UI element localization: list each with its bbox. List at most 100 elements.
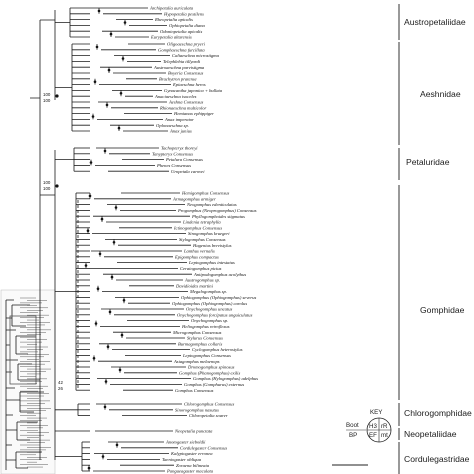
node-support-dot bbox=[105, 103, 109, 107]
taxon-label: Austroaeschna parvistigma bbox=[153, 65, 205, 70]
taxon-label: Dromogomphus spinosus bbox=[187, 365, 235, 370]
taxon-label: Phenes Consensus bbox=[156, 163, 191, 168]
taxon-label: Neopetalia punctata bbox=[174, 429, 213, 434]
taxon-label: Taeniogaster obliqua bbox=[162, 457, 202, 462]
taxon-label: Hypopetalia pestilens bbox=[163, 11, 204, 16]
taxon-label: Neogomphus edenticulatus bbox=[186, 202, 237, 207]
taxon-label: Boyeria Consensus bbox=[168, 71, 204, 76]
taxon-label: Onychogomphus forcipatus unguiculatus bbox=[177, 312, 253, 317]
taxon-label: Petalura Consensus bbox=[165, 157, 203, 162]
taxon-label: Lanthus vernalis bbox=[183, 249, 215, 254]
taxon-label: Microgomphus Consensus bbox=[172, 330, 222, 335]
taxon-label: Rheopetalia apicalis bbox=[154, 17, 193, 22]
node-dot-petal bbox=[55, 184, 59, 188]
taxon-label: Kalyptogaster erronea bbox=[170, 451, 213, 456]
taxon-label: Progomphus (Neoprogomphus) Consensus bbox=[177, 208, 257, 213]
node-support-dot bbox=[106, 345, 110, 349]
node-support-dot bbox=[119, 92, 123, 95]
family-label-gomphidae: Gomphidae bbox=[420, 305, 465, 315]
key-bp-label: BP bbox=[349, 432, 357, 439]
taxon-label: Eurypetalia altarensis bbox=[150, 35, 192, 40]
taxon-label: Leptogomphus Consensus bbox=[182, 353, 231, 358]
node-support-dot bbox=[95, 45, 99, 49]
support-petal-node-b: 100 bbox=[43, 186, 51, 191]
family-brackets: Austropetaliidae Aeshnidae Petaluridae G… bbox=[398, 4, 472, 474]
node-support-dot bbox=[107, 68, 111, 72]
taxon-label: Gomphus (Gomphurus) externus bbox=[184, 382, 244, 387]
taxon-label: Stylurus Consensus bbox=[187, 336, 223, 341]
node-support-dot bbox=[108, 310, 112, 314]
taxon-label: Odontopetalia apicalis bbox=[160, 29, 202, 34]
key-cell-ef: EF bbox=[369, 432, 377, 439]
taxon-label: Telephlebia tillyardi bbox=[163, 59, 201, 64]
node-support-dot bbox=[122, 299, 126, 302]
taxon-label: Gomphus Consensus bbox=[175, 388, 214, 393]
taxon-label: Heliogomphus retroflexus bbox=[181, 324, 230, 329]
support-key: KEY Boot BP H3 rR EF mt bbox=[346, 409, 392, 443]
support-upper-root-a: 100 bbox=[43, 92, 51, 97]
node-dot-upper bbox=[55, 94, 59, 98]
node-support-dot bbox=[110, 275, 114, 279]
node-support-dot bbox=[112, 241, 116, 244]
taxon-label: Onychogomphus sp. bbox=[191, 318, 228, 323]
node-support-dot bbox=[84, 264, 88, 267]
taxon-label: Lindenia tetraphylla bbox=[182, 220, 221, 225]
taxon-label: Leptogomphus intestatus bbox=[188, 260, 235, 265]
node-support-dot bbox=[94, 322, 98, 325]
node-support-dot bbox=[123, 21, 127, 24]
family-label-aeshnidae: Aeshnidae bbox=[420, 89, 461, 99]
node-support-dot bbox=[114, 206, 118, 209]
taxon-label: Gomphus (Hylogomphus) adelphus bbox=[193, 376, 258, 381]
taxon-label: Tanypteryx Consensus bbox=[152, 151, 193, 156]
taxon-label: Oplonaeschna sp. bbox=[156, 123, 189, 128]
node-support-dot bbox=[115, 443, 119, 447]
key-title: KEY bbox=[370, 409, 382, 416]
support-upper-root-b: 100 bbox=[43, 98, 51, 103]
taxon-label: Burmagomphus collaris bbox=[178, 341, 222, 346]
taxon-label: Epigomphus compactus bbox=[174, 254, 219, 259]
taxon-label: Cordulegaster Consensus bbox=[180, 445, 227, 450]
taxon-label: Gomphaeschna furcillata bbox=[158, 47, 205, 52]
taxon-label: Anax junius bbox=[169, 129, 192, 134]
taxon-label: Chlorogomphus Consensus bbox=[184, 402, 234, 407]
taxon-label: Anaciaeschna isoceles bbox=[154, 94, 197, 99]
taxon-label: Ophiogomphus (Ophiogomphus) severus bbox=[181, 295, 256, 300]
tree-backbone bbox=[30, 10, 79, 460]
taxon-label: Oligoaeschna pryeri bbox=[167, 42, 206, 47]
node-support-dot bbox=[98, 252, 102, 256]
taxon-label: Pangaeagaster maculata bbox=[166, 469, 214, 474]
node-support-dot bbox=[118, 368, 122, 372]
node-support-dot bbox=[92, 357, 96, 360]
support-values bbox=[84, 9, 127, 470]
node-support-dot bbox=[117, 126, 121, 130]
taxon-label: Gynacantha japonica + bullata bbox=[164, 88, 223, 93]
taxon-label: Anax imperator bbox=[164, 117, 194, 122]
node-support-dot bbox=[121, 57, 125, 60]
taxon-label: Austrogomphus sp. bbox=[184, 278, 220, 283]
taxon-label: Antipodogomphus acolythus bbox=[193, 272, 246, 277]
node-support-dot bbox=[100, 217, 104, 221]
node-support-dot bbox=[89, 161, 93, 164]
key-cell-rr: rR bbox=[381, 423, 388, 430]
taxon-label: Ictinogomphus Consensus bbox=[173, 225, 222, 230]
taxon-label: Asiagomphus melaenops bbox=[173, 359, 220, 364]
node-support-dot bbox=[120, 333, 124, 337]
tree-thumbnail bbox=[0, 289, 56, 474]
taxon-label: Phyllogomphoides stigmatus bbox=[191, 214, 245, 219]
family-label-neopetaliidae: Neopetaliidae bbox=[404, 429, 457, 439]
node-support-dot bbox=[97, 9, 101, 13]
node-support-dot bbox=[86, 229, 90, 232]
node-support-dot bbox=[87, 466, 91, 470]
taxon-label: Hemigomphus Consensus bbox=[181, 191, 230, 196]
taxon-label: Cyclogomphus heterostylus bbox=[192, 347, 243, 352]
family-label-chlorogomphidae: Chlorogomphidae bbox=[404, 408, 472, 418]
support-lower-root-b: 26 bbox=[58, 386, 63, 391]
taxon-label: Hemianax ephippiger bbox=[173, 111, 214, 116]
taxon-label: Rhionaeschna multicolor bbox=[159, 105, 207, 110]
node-support-dot bbox=[96, 287, 100, 291]
taxon-label: Chloropetalia soarer bbox=[189, 413, 228, 418]
taxon-label: Gomphus (Phanogomphus) exilis bbox=[179, 370, 240, 375]
family-label-petaluridae: Petaluridae bbox=[406, 157, 450, 167]
key-cell-h3: H3 bbox=[369, 423, 377, 430]
